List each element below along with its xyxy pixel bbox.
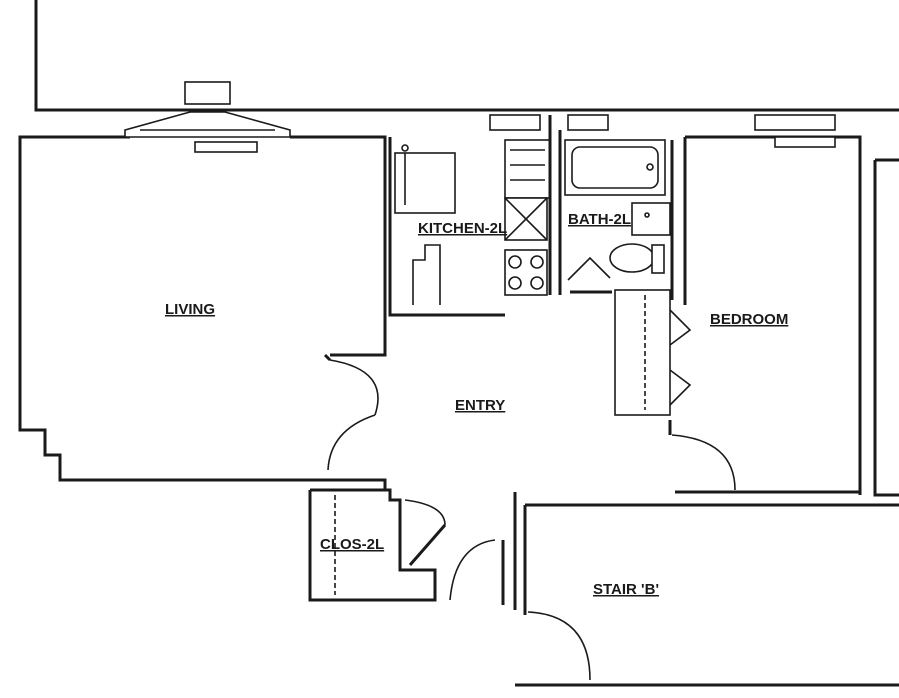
label-stair: STAIR 'B' <box>593 581 659 598</box>
kitchen <box>388 114 552 317</box>
exterior-walls <box>34 0 899 112</box>
stair <box>515 611 899 687</box>
front-door <box>449 492 899 615</box>
label-bedroom: BEDROOM <box>710 311 788 328</box>
living-window <box>124 81 291 153</box>
bedroom <box>614 114 899 497</box>
entry-doors <box>323 353 379 471</box>
label-entry: ENTRY <box>455 397 505 414</box>
closet <box>308 488 447 602</box>
bath <box>558 114 674 300</box>
label-living: LIVING <box>165 301 215 318</box>
label-bath: BATH-2L <box>568 211 631 228</box>
label-kitchen: KITCHEN-2L <box>418 220 507 237</box>
label-closet: CLOS-2L <box>320 536 384 553</box>
living-walls <box>18 135 387 490</box>
